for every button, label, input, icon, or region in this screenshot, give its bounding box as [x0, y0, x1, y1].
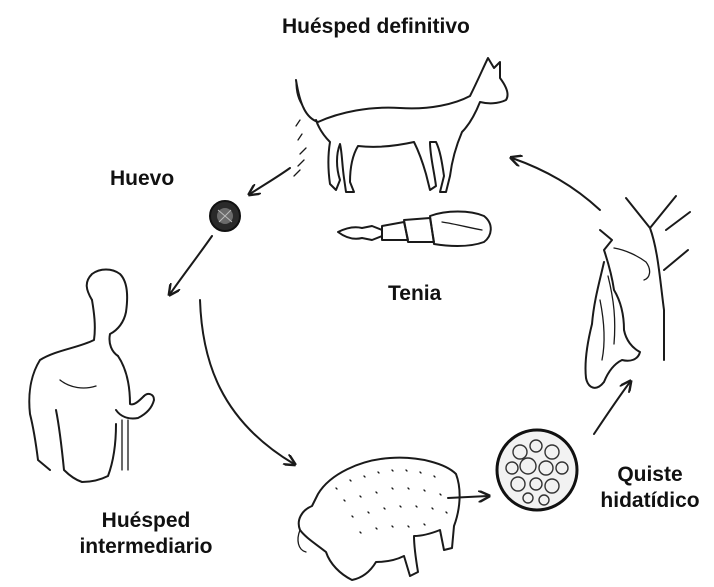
hydatid-cyst-icon	[497, 430, 577, 510]
arrow-egg-to-sheep	[200, 300, 294, 464]
tapeworm-icon	[338, 212, 491, 247]
arrow-cyst-to-carcass	[594, 382, 630, 434]
arrow-dog-to-egg	[250, 168, 290, 194]
arrow-egg-to-human	[170, 236, 212, 294]
arrow-carcass-to-dog	[512, 158, 600, 210]
egg-icon	[210, 201, 240, 231]
arrow-sheep-to-cyst	[448, 496, 488, 498]
sheep-icon	[298, 458, 460, 580]
human-icon	[29, 270, 154, 483]
dog-icon	[294, 58, 508, 192]
hanging-carcass-icon	[585, 196, 690, 388]
